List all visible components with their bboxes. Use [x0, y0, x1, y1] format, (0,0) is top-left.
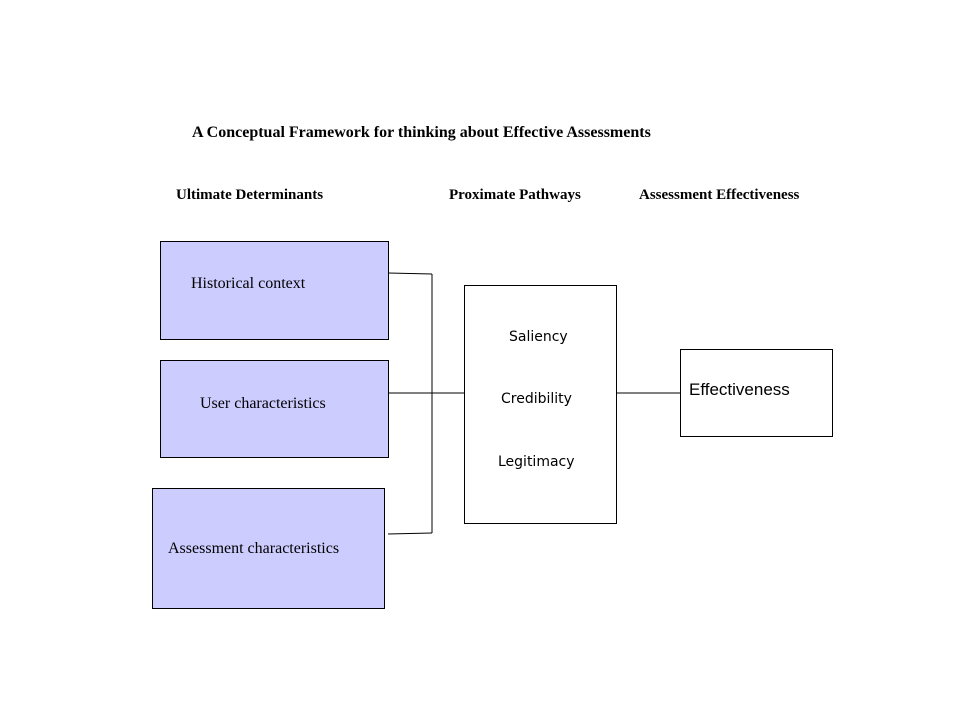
box-proximate-pathways	[464, 285, 617, 524]
label-credibility: Credibility	[501, 391, 572, 407]
box-effectiveness	[680, 349, 833, 437]
column-header-proximate-pathways: Proximate Pathways	[449, 187, 581, 203]
label-saliency: Saliency	[509, 329, 568, 345]
column-header-assessment-effectiveness: Assessment Effectiveness	[639, 187, 800, 203]
label-assessment-characteristics: Assessment characteristics	[168, 540, 340, 557]
box-assessment-characteristics	[152, 488, 385, 609]
label-user-characteristics: User characteristics	[200, 395, 326, 412]
label-legitimacy: Legitimacy	[498, 454, 575, 470]
diagram-title: A Conceptual Framework for thinking abou…	[192, 124, 651, 141]
column-header-ultimate-determinants: Ultimate Determinants	[176, 187, 324, 203]
label-historical-context: Historical context	[191, 275, 306, 292]
connector-assessment	[387, 532, 433, 535]
connector-historical	[387, 272, 433, 275]
label-effectiveness: Effectiveness	[689, 380, 790, 399]
box-user-characteristics	[160, 360, 389, 458]
box-historical-context	[160, 241, 389, 340]
